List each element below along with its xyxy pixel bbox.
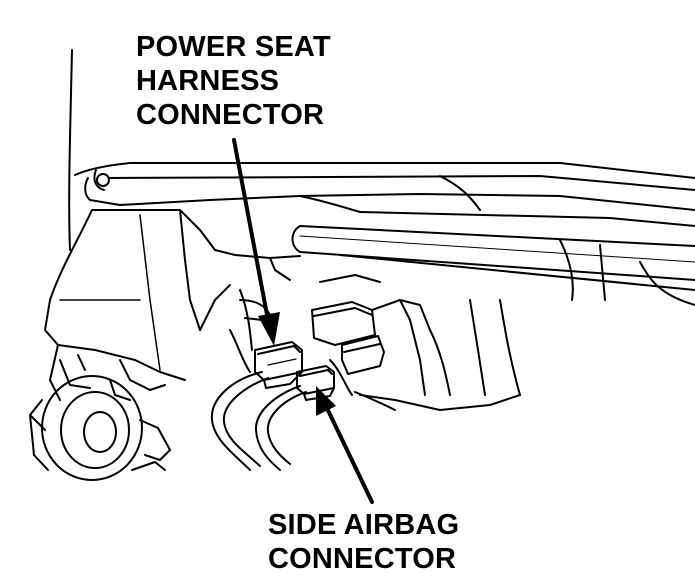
power-seat-harness-connector-label: POWER SEAT HARNESS CONNECTOR [136, 30, 331, 132]
power-seat-label-line-3: CONNECTOR [136, 99, 325, 131]
airbag-leader-line [322, 400, 374, 504]
recliner-housing [44, 209, 301, 401]
seat-slide-tube [291, 225, 695, 306]
arrowheads [258, 312, 336, 416]
leader-arrows [232, 138, 374, 504]
wiring-harness [210, 289, 396, 471]
connector-cluster [239, 274, 521, 411]
power-seat-arrowhead [258, 312, 280, 346]
side-airbag-connector [296, 365, 335, 401]
airbag-arrowhead [316, 386, 336, 416]
power-seat-label-line-2: HARNESS [136, 65, 280, 97]
side-airbag-connector-label: SIDE AIRBAG CONNECTOR [268, 508, 459, 576]
power-seat-label-line-1: POWER SEAT [136, 31, 331, 63]
recliner-knob [29, 354, 171, 481]
seat-back-outline [68, 49, 73, 251]
airbag-label-line-1: SIDE AIRBAG [268, 509, 460, 541]
power-seat-leader-line [232, 138, 270, 322]
airbag-label-line-2: CONNECTOR [268, 543, 457, 575]
seat-frame [74, 162, 695, 227]
